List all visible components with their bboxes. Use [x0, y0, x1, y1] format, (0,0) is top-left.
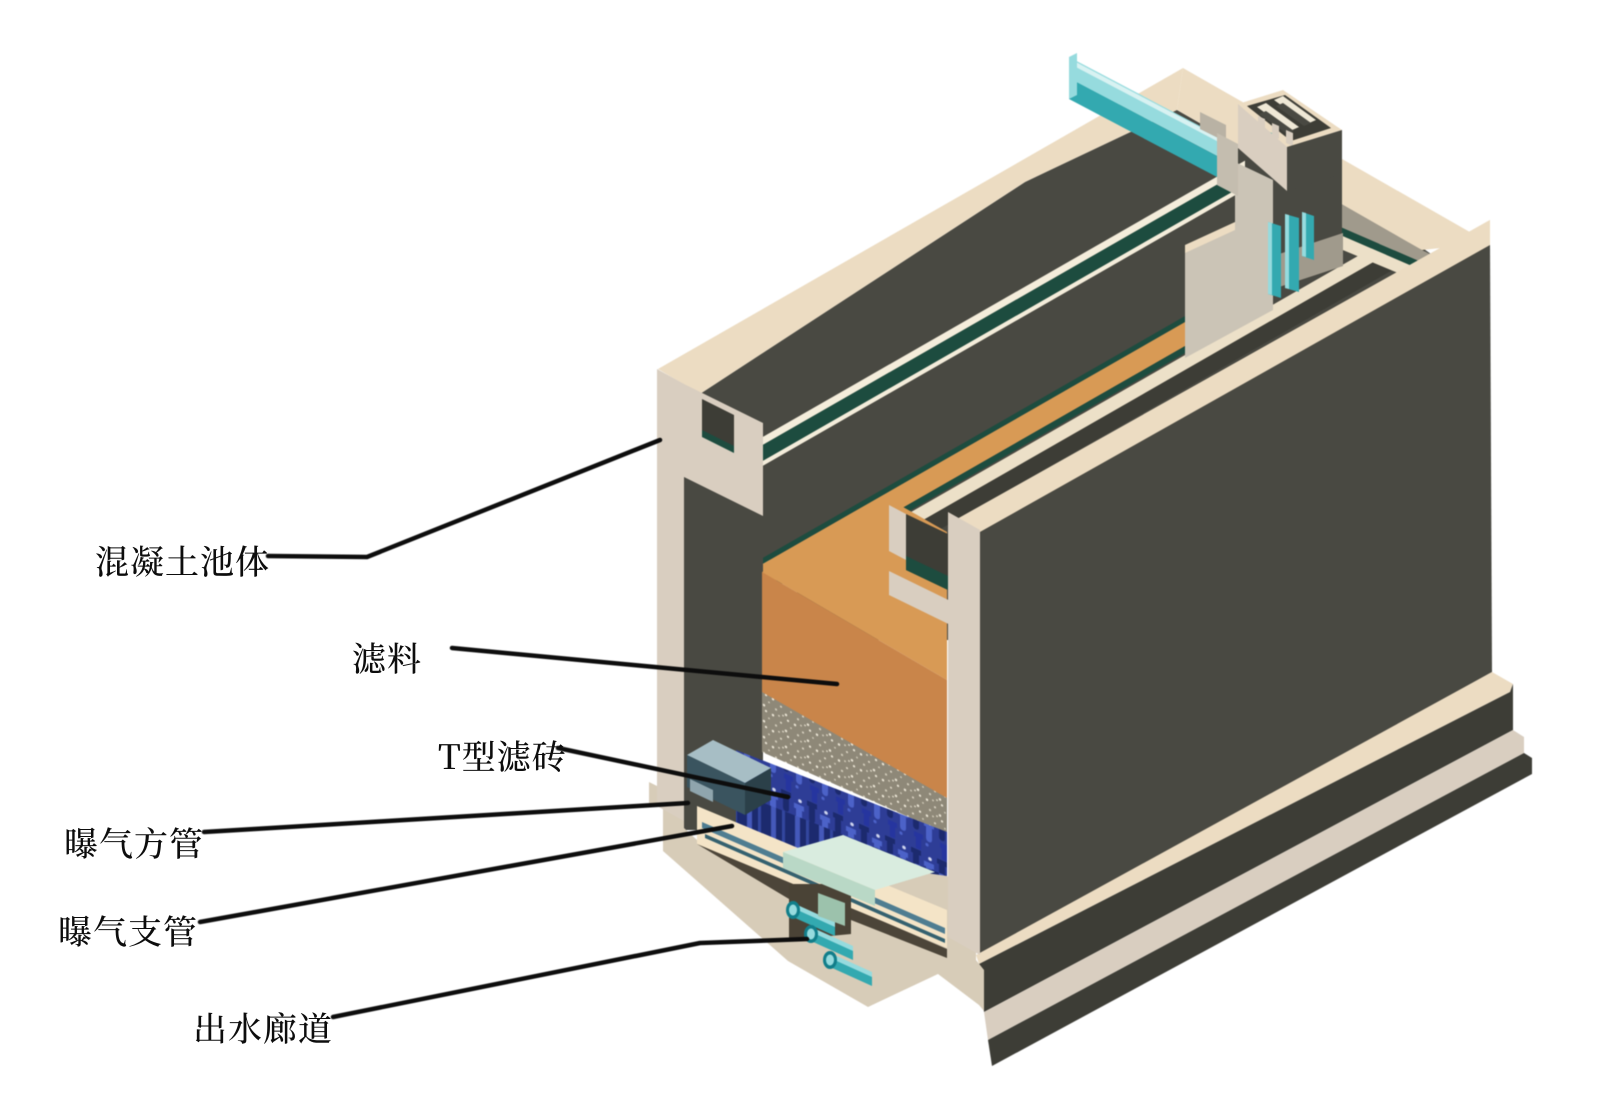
tank-structure [649, 53, 1532, 1066]
outlet-pipe-1-body [793, 906, 835, 936]
foundation-top-edge [984, 730, 1524, 1040]
tower-box-right-wall [1287, 130, 1342, 191]
back-wall-cut-face [657, 369, 684, 821]
tower-downpipe-1-hl [1268, 222, 1272, 295]
base-slab-side [979, 684, 1513, 1012]
filter-media-end [762, 572, 947, 800]
leader-filter-media [449, 645, 840, 687]
leader-concrete-tank [265, 437, 663, 560]
back-trough-groove-water [702, 430, 734, 453]
feed-pipe-support-column [1217, 133, 1238, 196]
foundation-side-dark [988, 753, 1532, 1066]
tower-body [1185, 162, 1273, 358]
plenum-box-stem [818, 893, 845, 926]
leader-aeration-branch [197, 823, 735, 925]
base-slab-top-edge [976, 672, 1513, 964]
tank-back-rim [658, 68, 1183, 394]
aeration-main-pipe-top [687, 740, 771, 783]
feed-pipe-highlight [1072, 60, 1234, 150]
label-outlet-corridor: 出水廊道 [193, 1002, 333, 1051]
tower-box-stub2 [1272, 123, 1279, 139]
outlet-pipe-2-bore [807, 928, 815, 940]
tower-box-slot1 [1257, 103, 1299, 131]
outlet-pipe-1-bore [789, 904, 797, 916]
cut-gap-dark [684, 470, 763, 830]
back-trough-lip-edge [684, 160, 1245, 491]
tank-front-rim [948, 219, 1490, 550]
media-top-edge-line [684, 283, 1242, 610]
aeration-main-pipe-front [687, 755, 745, 815]
back-trough-water [684, 168, 1245, 507]
label-aeration-branch-pipe: 曝气支管 [58, 905, 198, 954]
plenum-box-front [783, 852, 875, 906]
tower-box-fin2 [1276, 103, 1311, 126]
label-aeration-square-pipe: 曝气方管 [64, 817, 204, 866]
t-brick-caps [736, 750, 947, 878]
feed-pipe-side [1069, 78, 1236, 187]
back-trough-lip-edge2 [684, 184, 1245, 512]
front-trough-bottom-cut [889, 571, 973, 636]
label-t-type-filter-brick: T型滤砖 [438, 730, 567, 779]
tower-box-fin1 [1259, 111, 1294, 134]
leader-outlet [330, 936, 810, 1020]
leader-aeration-main [201, 800, 691, 835]
tower-box-slot2 [1274, 96, 1316, 124]
tower-box-stub3 [1286, 130, 1293, 146]
label-concrete-tank-body: 混凝土池体 [95, 535, 270, 584]
outlet-pipe-2-body [811, 930, 853, 960]
outlet-pipe-2-top [811, 927, 853, 951]
leader-lines [197, 437, 840, 1020]
outlet-pipe-3-top [830, 953, 872, 977]
underfloor-void [697, 841, 947, 958]
leader-t-brick [555, 745, 791, 800]
tower-downpipe-2-hl [1285, 214, 1289, 289]
plenum-box-top [783, 835, 935, 890]
front-trough-water [906, 556, 948, 590]
outlet-pipe-3-body [830, 956, 872, 986]
outlet-pipe-3-bore [826, 954, 834, 966]
gravel-layer [762, 692, 947, 834]
label-filter-media: 滤料 [352, 632, 422, 681]
front-trough-lip-cut [889, 505, 906, 560]
front-wall-cut-face [948, 512, 980, 955]
tower-downpipe-3-hl [1302, 212, 1306, 257]
feed-pipe-end [1069, 53, 1077, 99]
tower-body-step [1185, 222, 1235, 253]
outlet-pipe-1-top [793, 903, 835, 927]
front-wall-face [948, 245, 1492, 957]
tower-box-left-wall [1238, 104, 1287, 191]
aeration-main-pipe-outlet [690, 779, 713, 802]
